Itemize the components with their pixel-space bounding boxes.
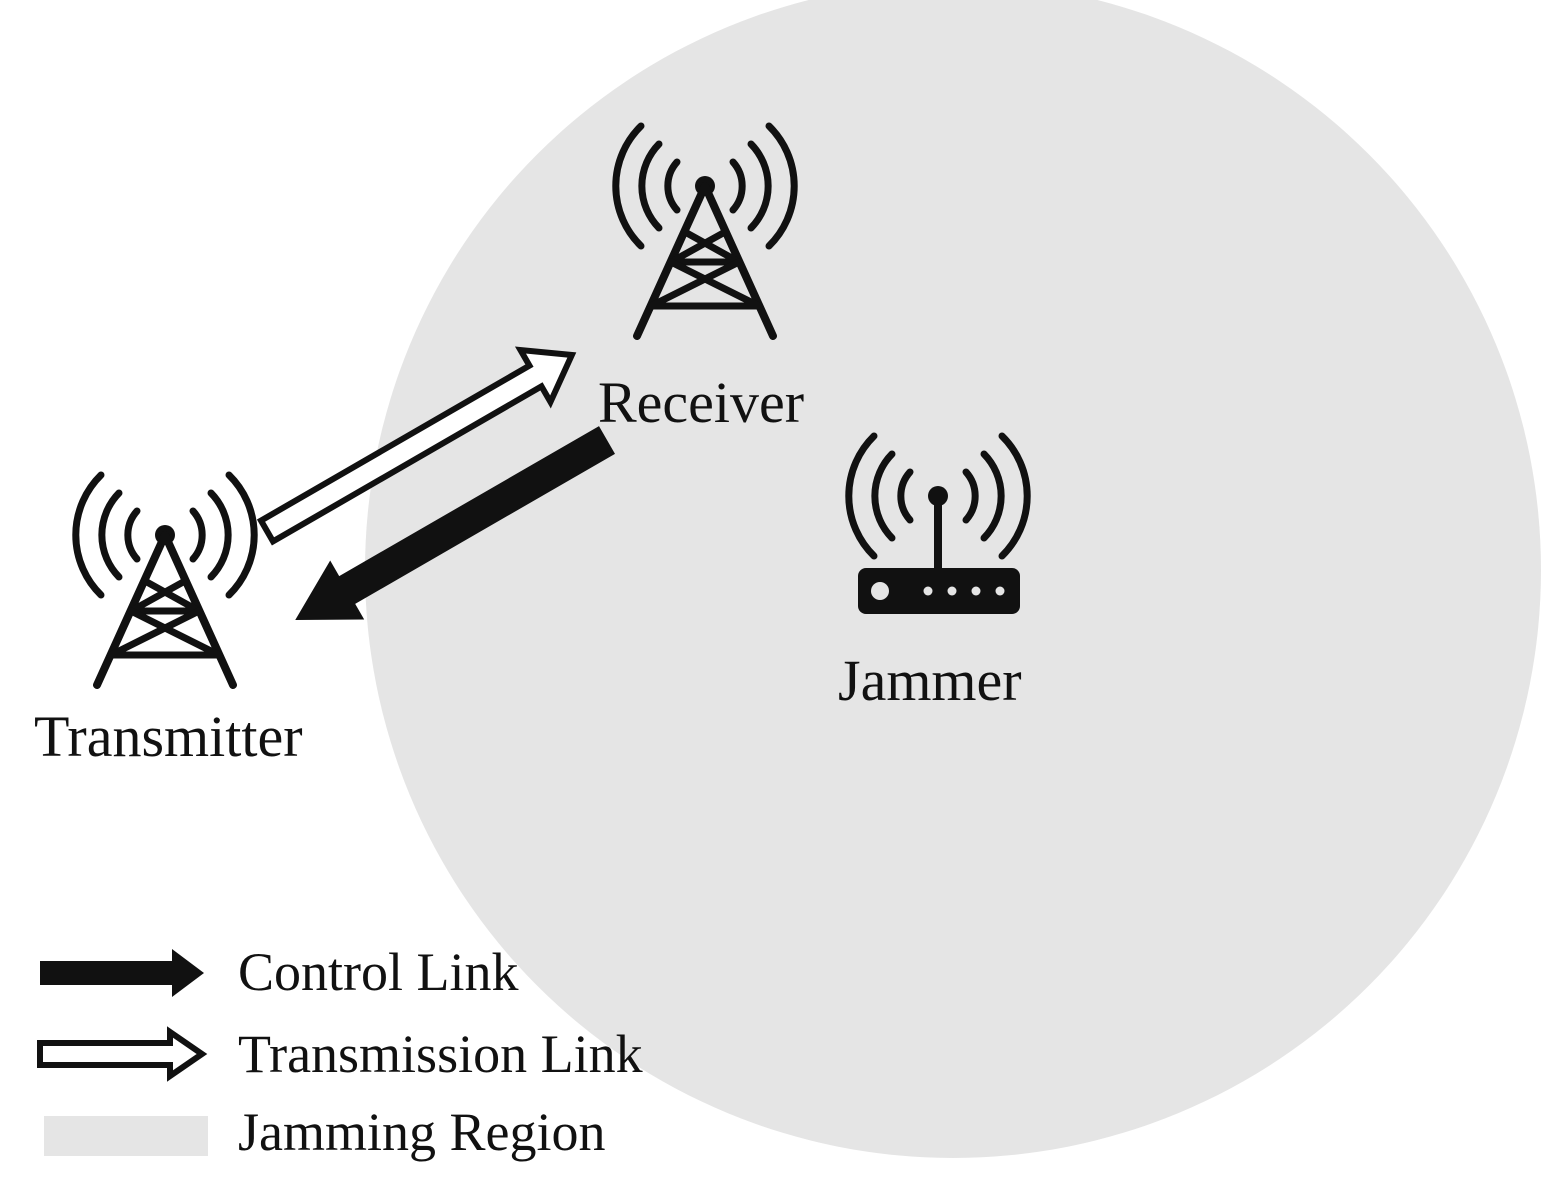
jammer-label: Jammer [838, 648, 1022, 713]
legend-control-link-label: Control Link [238, 942, 519, 1002]
transmission-link-arrow [256, 346, 577, 546]
legend: Control Link Transmission Link Jamming R… [37, 942, 643, 1162]
wifi-router-icon [845, 432, 1031, 614]
legend-jamming-region-label: Jamming Region [238, 1102, 605, 1162]
receiver-label: Receiver [598, 370, 804, 435]
legend-control-link-arrow [40, 949, 204, 997]
legend-jamming-region-swatch [44, 1116, 208, 1156]
control-link-arrow [295, 426, 615, 620]
legend-transmission-link-arrow [37, 1026, 208, 1082]
transmitter-tower-icon [76, 475, 254, 685]
legend-transmission-link-label: Transmission Link [238, 1024, 643, 1084]
transmitter-label: Transmitter [34, 704, 303, 769]
